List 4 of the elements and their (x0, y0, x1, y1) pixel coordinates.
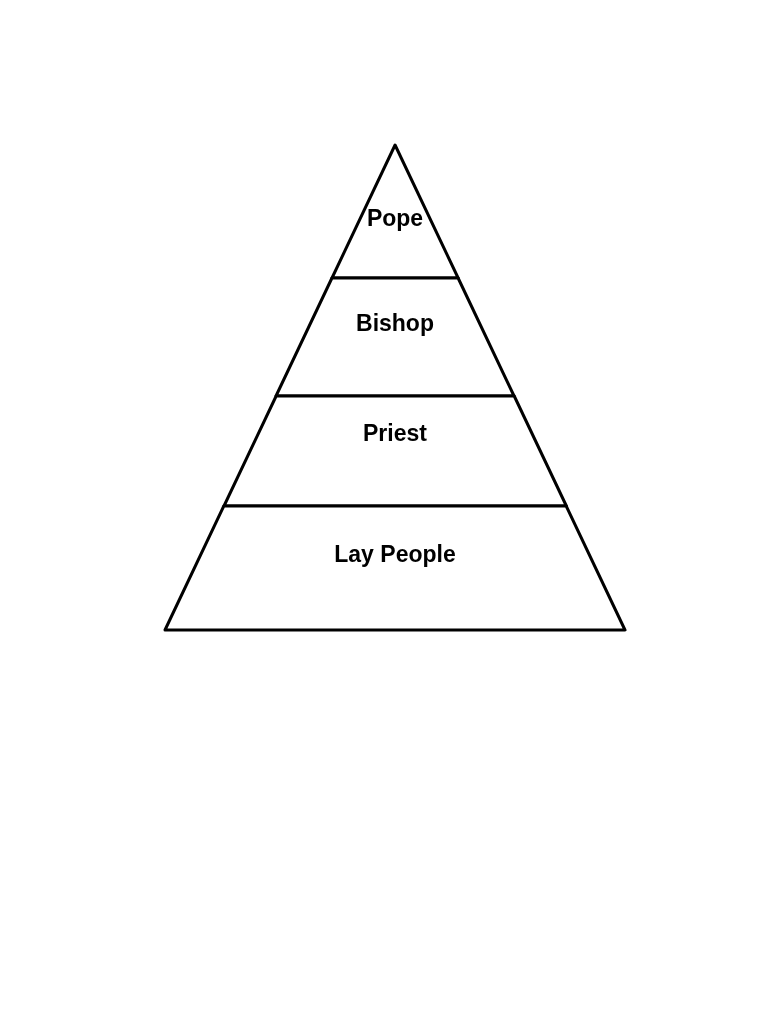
tier-label: Pope (365, 205, 425, 232)
tier-label: Bishop (355, 310, 435, 337)
tier-label: Lay People (333, 541, 457, 568)
tier-label: Priest (362, 420, 428, 447)
